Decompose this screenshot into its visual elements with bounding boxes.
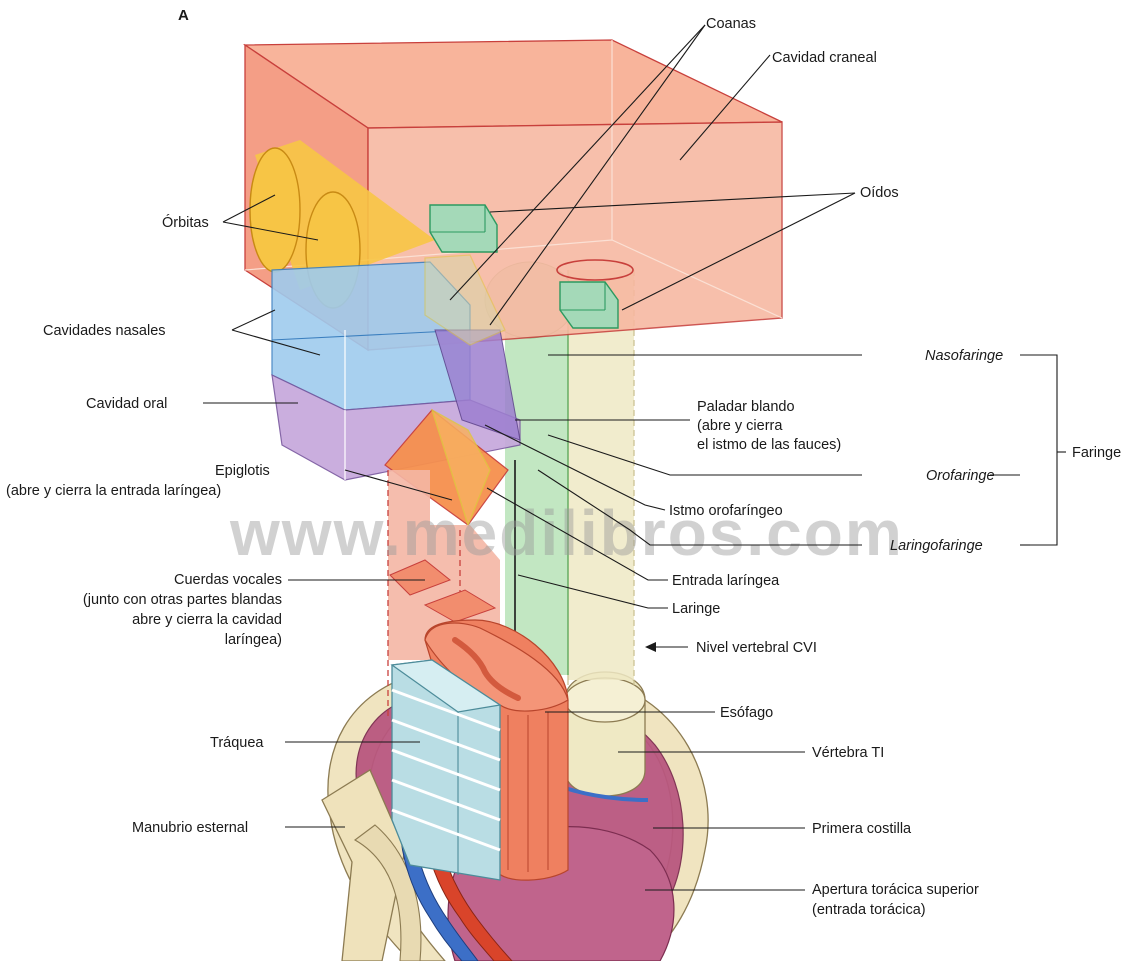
label-cuerdas-line1: Cuerdas vocales (174, 572, 282, 588)
cvi-arrow-head (645, 642, 656, 652)
label-istmo: Istmo orofaríngeo (669, 503, 783, 519)
label-paladar-line2: (abre y cierra (697, 418, 783, 434)
vertebra-ti-top (565, 678, 645, 722)
label-cavidad-craneal: Cavidad craneal (772, 50, 877, 66)
label-manubrio: Manubrio esternal (132, 820, 248, 836)
label-orbitas: Órbitas (162, 214, 209, 231)
orbit-left (250, 148, 300, 272)
label-apertura-line2: (entrada torácica) (812, 902, 926, 918)
label-coanas: Coanas (706, 16, 756, 32)
label-paladar-line3: el istmo de las fauces) (697, 437, 841, 453)
label-epiglotis-line1: Epiglotis (215, 463, 270, 479)
label-nasofaringe: Nasofaringe (925, 348, 1003, 364)
label-nivel-cvi: Nivel vertebral CVI (696, 640, 817, 656)
label-paladar-line1: Paladar blando (697, 399, 795, 415)
label-cuerdas-line3: abre y cierra la cavidad (132, 612, 282, 628)
label-cuerdas-line2: (junto con otras partes blandas (83, 592, 282, 608)
label-orofaringe: Orofaringe (926, 468, 995, 484)
label-apertura-line1: Apertura torácica superior (812, 882, 979, 898)
label-esofago: Esófago (720, 705, 773, 721)
label-traquea: Tráquea (210, 735, 264, 751)
label-laringofaringe: Laringofaringe (890, 538, 983, 554)
label-faringe: Faringe (1072, 445, 1121, 461)
panel-letter: A (178, 7, 189, 24)
label-cavidad-oral: Cavidad oral (86, 396, 167, 412)
label-laringe: Laringe (672, 601, 720, 617)
ear-left (430, 205, 497, 252)
label-cavidades-nasales: Cavidades nasales (43, 323, 166, 339)
label-primera-costilla: Primera costilla (812, 821, 912, 837)
ear-right (560, 282, 618, 328)
label-entrada-laringea: Entrada laríngea (672, 573, 780, 589)
label-cuerdas-line4: laríngea) (225, 632, 282, 648)
label-oidos: Oídos (860, 185, 899, 201)
label-vertebra-ti: Vértebra TI (812, 745, 884, 761)
label-epiglotis-line2: (abre y cierra la entrada laríngea) (6, 483, 221, 499)
